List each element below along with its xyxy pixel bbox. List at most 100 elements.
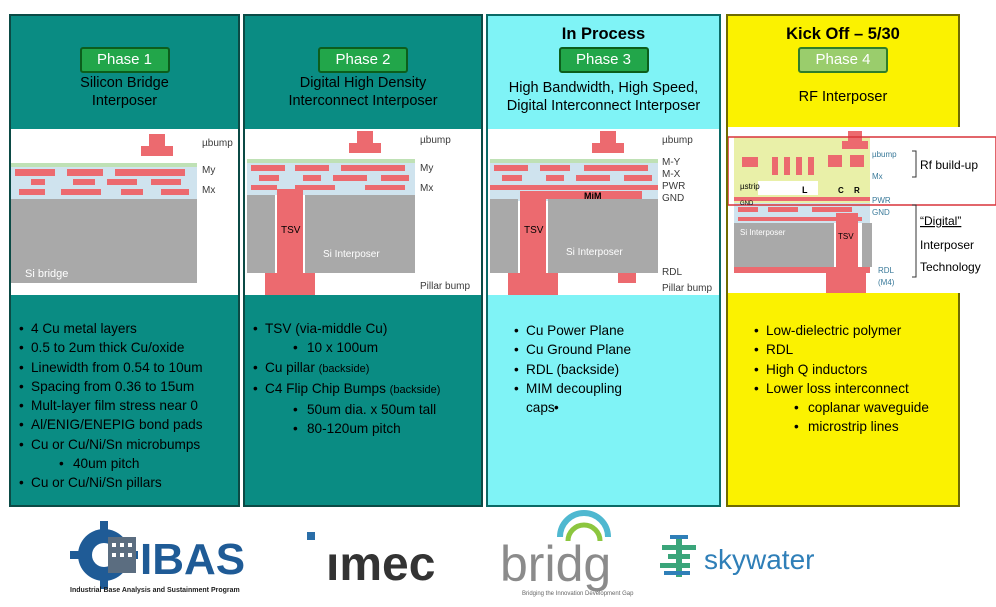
phase-4-bullets: Low-dielectric polymer RDL High Q induct… xyxy=(754,321,954,437)
logo-strip: IBAS Industrial Base Analysis and Sustai… xyxy=(70,510,814,597)
phase-4-gnd-label: GND xyxy=(872,208,890,217)
phase-1-mx-label: Mx xyxy=(202,185,215,196)
sub-bullet: 80-120um pitch xyxy=(253,419,477,439)
phase-3-si-label: Si Interposer xyxy=(566,247,623,258)
phase-3-pwr-label: PWR xyxy=(662,181,685,192)
bullet: Spacing from 0.36 to 15um xyxy=(19,377,234,397)
phase-4-rf-label: Rf build-up xyxy=(920,158,978,172)
phase-3-pillar-label: Pillar bump xyxy=(662,283,712,294)
sub-bullet: 40um pitch xyxy=(19,454,234,474)
phase-2-diagram: µbump My Mx TSV Si Interposer Pillar bum… xyxy=(245,129,481,299)
phase-3-bullets: Cu Power Plane Cu Ground Plane RDL (back… xyxy=(514,321,715,418)
phase-3-gnd-label: GND xyxy=(662,193,684,204)
phase-3-mim-label: MiM xyxy=(584,191,602,201)
silicon-bridge-cross-section: µbump My Mx Si bridge xyxy=(11,134,233,283)
bullet: MIM decoupling xyxy=(514,379,715,399)
phase-4-badge: Phase 4 xyxy=(798,47,888,73)
phase-2-tsv-label: TSV xyxy=(281,225,301,236)
bullet-note: (backside) xyxy=(389,383,441,396)
interposer-cross-section: µbump My Mx TSV Si Interposer Pillar bum… xyxy=(247,131,470,299)
phase-4-gnd2-label: GND xyxy=(740,201,754,207)
phase-4-ustrip-label: µstrip xyxy=(740,182,760,191)
phase-2-title-line-2: Interconnect Interposer xyxy=(288,93,438,109)
phase-3-badge: Phase 3 xyxy=(558,47,649,73)
phase-3-title-line-1: High Bandwidth, High Speed, xyxy=(508,80,699,96)
phase-3-title-line-2: Digital Interconnect Interposer xyxy=(506,98,701,114)
phase-2-pillar-label: Pillar bump xyxy=(420,281,470,292)
bullet: Mult-layer film stress near 0 xyxy=(19,396,234,416)
ibas-subtitle: Industrial Base Analysis and Sustainment… xyxy=(70,587,240,594)
bullet-continuation: caps xyxy=(514,398,715,418)
skywater-logo: skywater xyxy=(660,535,814,577)
bullet: High Q inductors xyxy=(754,360,954,380)
phase-4-ubump-label: µbump xyxy=(872,150,897,159)
phase-4-digital-label: “Digital” xyxy=(920,214,961,228)
phase-4-si-label: Si Interposer xyxy=(740,228,786,237)
phase-1-ubump-label: µbump xyxy=(202,138,233,149)
phase-1-badge: Phase 1 xyxy=(79,47,170,73)
bullet: C4 Flip Chip Bumps (backside) xyxy=(253,379,477,400)
bullet-note: (backside) xyxy=(318,362,370,375)
phase-2-badge: Phase 2 xyxy=(318,47,408,73)
phase-4-diagram: µbump Mx PWR GND µstrip GND L C R TSV Si… xyxy=(727,127,996,293)
imec-wordmark: ımec xyxy=(326,538,435,591)
phase-1-column: Phase 1 Silicon Bridge Interposer µbump … xyxy=(9,14,240,507)
sub-bullet: 50um dia. x 50um tall xyxy=(253,400,477,420)
bridg-subtitle: Bridging the Innovation Development Gap xyxy=(522,591,634,597)
phase-4-pwr-label: PWR xyxy=(872,196,891,205)
bullet: Al/ENIG/ENEPIG bond pads xyxy=(19,415,234,435)
phase-2-title-line-1: Digital High Density xyxy=(299,75,427,91)
phase-4-c-label: C xyxy=(838,186,844,195)
phase-1-title-line-1: Silicon Bridge xyxy=(80,75,169,91)
phase-1-my-label: My xyxy=(202,165,215,176)
bullet: 0.5 to 2um thick Cu/oxide xyxy=(19,338,234,358)
bullet-text: C4 Flip Chip Bumps xyxy=(265,380,386,396)
phase-1-si-label: Si bridge xyxy=(25,268,68,280)
phase-3-ubump-label: µbump xyxy=(662,135,693,146)
phase-3-column: In Process Phase 3 High Bandwidth, High … xyxy=(486,14,721,507)
bullet-text: Cu pillar xyxy=(265,359,315,375)
bullet: Low-dielectric polymer xyxy=(754,321,954,341)
bullet: Linewidth from 0.54 to 10um xyxy=(19,358,234,378)
sub-bullet: coplanar waveguide xyxy=(754,398,954,418)
phase-4-l-label: L xyxy=(802,185,808,195)
phase-2-si-label: Si Interposer xyxy=(323,249,380,260)
phase-3-tsv-label: TSV xyxy=(524,225,544,236)
phase-1-bullets: 4 Cu metal layers 0.5 to 2um thick Cu/ox… xyxy=(19,319,234,493)
bullet: 4 Cu metal layers xyxy=(19,319,234,339)
phase-2-my-label: My xyxy=(420,163,433,174)
phase-3-mx-label: M-X xyxy=(662,169,681,180)
phase-3-diagram: MiM µbump M-Y M-X PWR GND TSV Si Interpo… xyxy=(488,129,719,299)
bullet: RDL (backside) xyxy=(514,360,715,380)
sub-bullet: 10 x 100um xyxy=(253,338,477,358)
phase-1-title: Silicon Bridge Interposer xyxy=(11,74,238,110)
phase-2-ubump-label: µbump xyxy=(420,135,451,146)
ibas-logo: IBAS Industrial Base Analysis and Sustai… xyxy=(70,521,245,594)
phase-2-column: Phase 2 Digital High Density Interconnec… xyxy=(243,14,483,507)
bullet: Cu pillar (backside) xyxy=(253,358,477,379)
phase-4-title: RF Interposer xyxy=(728,88,958,106)
phase-2-mx-label: Mx xyxy=(420,183,433,194)
phase-4-status: Kick Off – 5/30 xyxy=(786,25,900,43)
phase-2-bullets: TSV (via-middle Cu) 10 x 100um Cu pillar… xyxy=(253,319,477,439)
phase-3-rdl-label: RDL xyxy=(662,267,682,278)
bullet: Cu Ground Plane xyxy=(514,340,715,360)
skywater-wordmark: skywater xyxy=(704,544,814,575)
phase-4-interposer-label: Interposer xyxy=(920,238,974,252)
phase-4-m4-label: (M4) xyxy=(878,278,895,287)
sub-bullet: microstrip lines xyxy=(754,417,954,437)
rf-interposer-cross-section: µbump Mx PWR GND µstrip GND L C R TSV Si… xyxy=(727,131,996,293)
bullet: Lower loss interconnect xyxy=(754,379,954,399)
hbm-interposer-cross-section: MiM µbump M-Y M-X PWR GND TSV Si Interpo… xyxy=(490,131,712,299)
phase-1-title-line-2: Interposer xyxy=(91,93,158,109)
phase-3-title: High Bandwidth, High Speed, Digital Inte… xyxy=(488,79,719,115)
bridg-wordmark: bridg xyxy=(500,536,611,592)
bullet: Cu or Cu/Ni/Sn microbumps xyxy=(19,435,234,455)
bullet: Cu or Cu/Ni/Sn pillars xyxy=(19,473,234,493)
ibas-wordmark: IBAS xyxy=(140,535,245,584)
bullet: TSV (via-middle Cu) xyxy=(253,319,477,339)
phase-4-mx-label: Mx xyxy=(872,172,883,181)
phase-4-title-line-1: RF Interposer xyxy=(798,89,888,105)
sponsor-logos: IBAS Industrial Base Analysis and Sustai… xyxy=(0,507,996,602)
bridg-logo: bridg Bridging the Innovation Developmen… xyxy=(500,510,634,597)
